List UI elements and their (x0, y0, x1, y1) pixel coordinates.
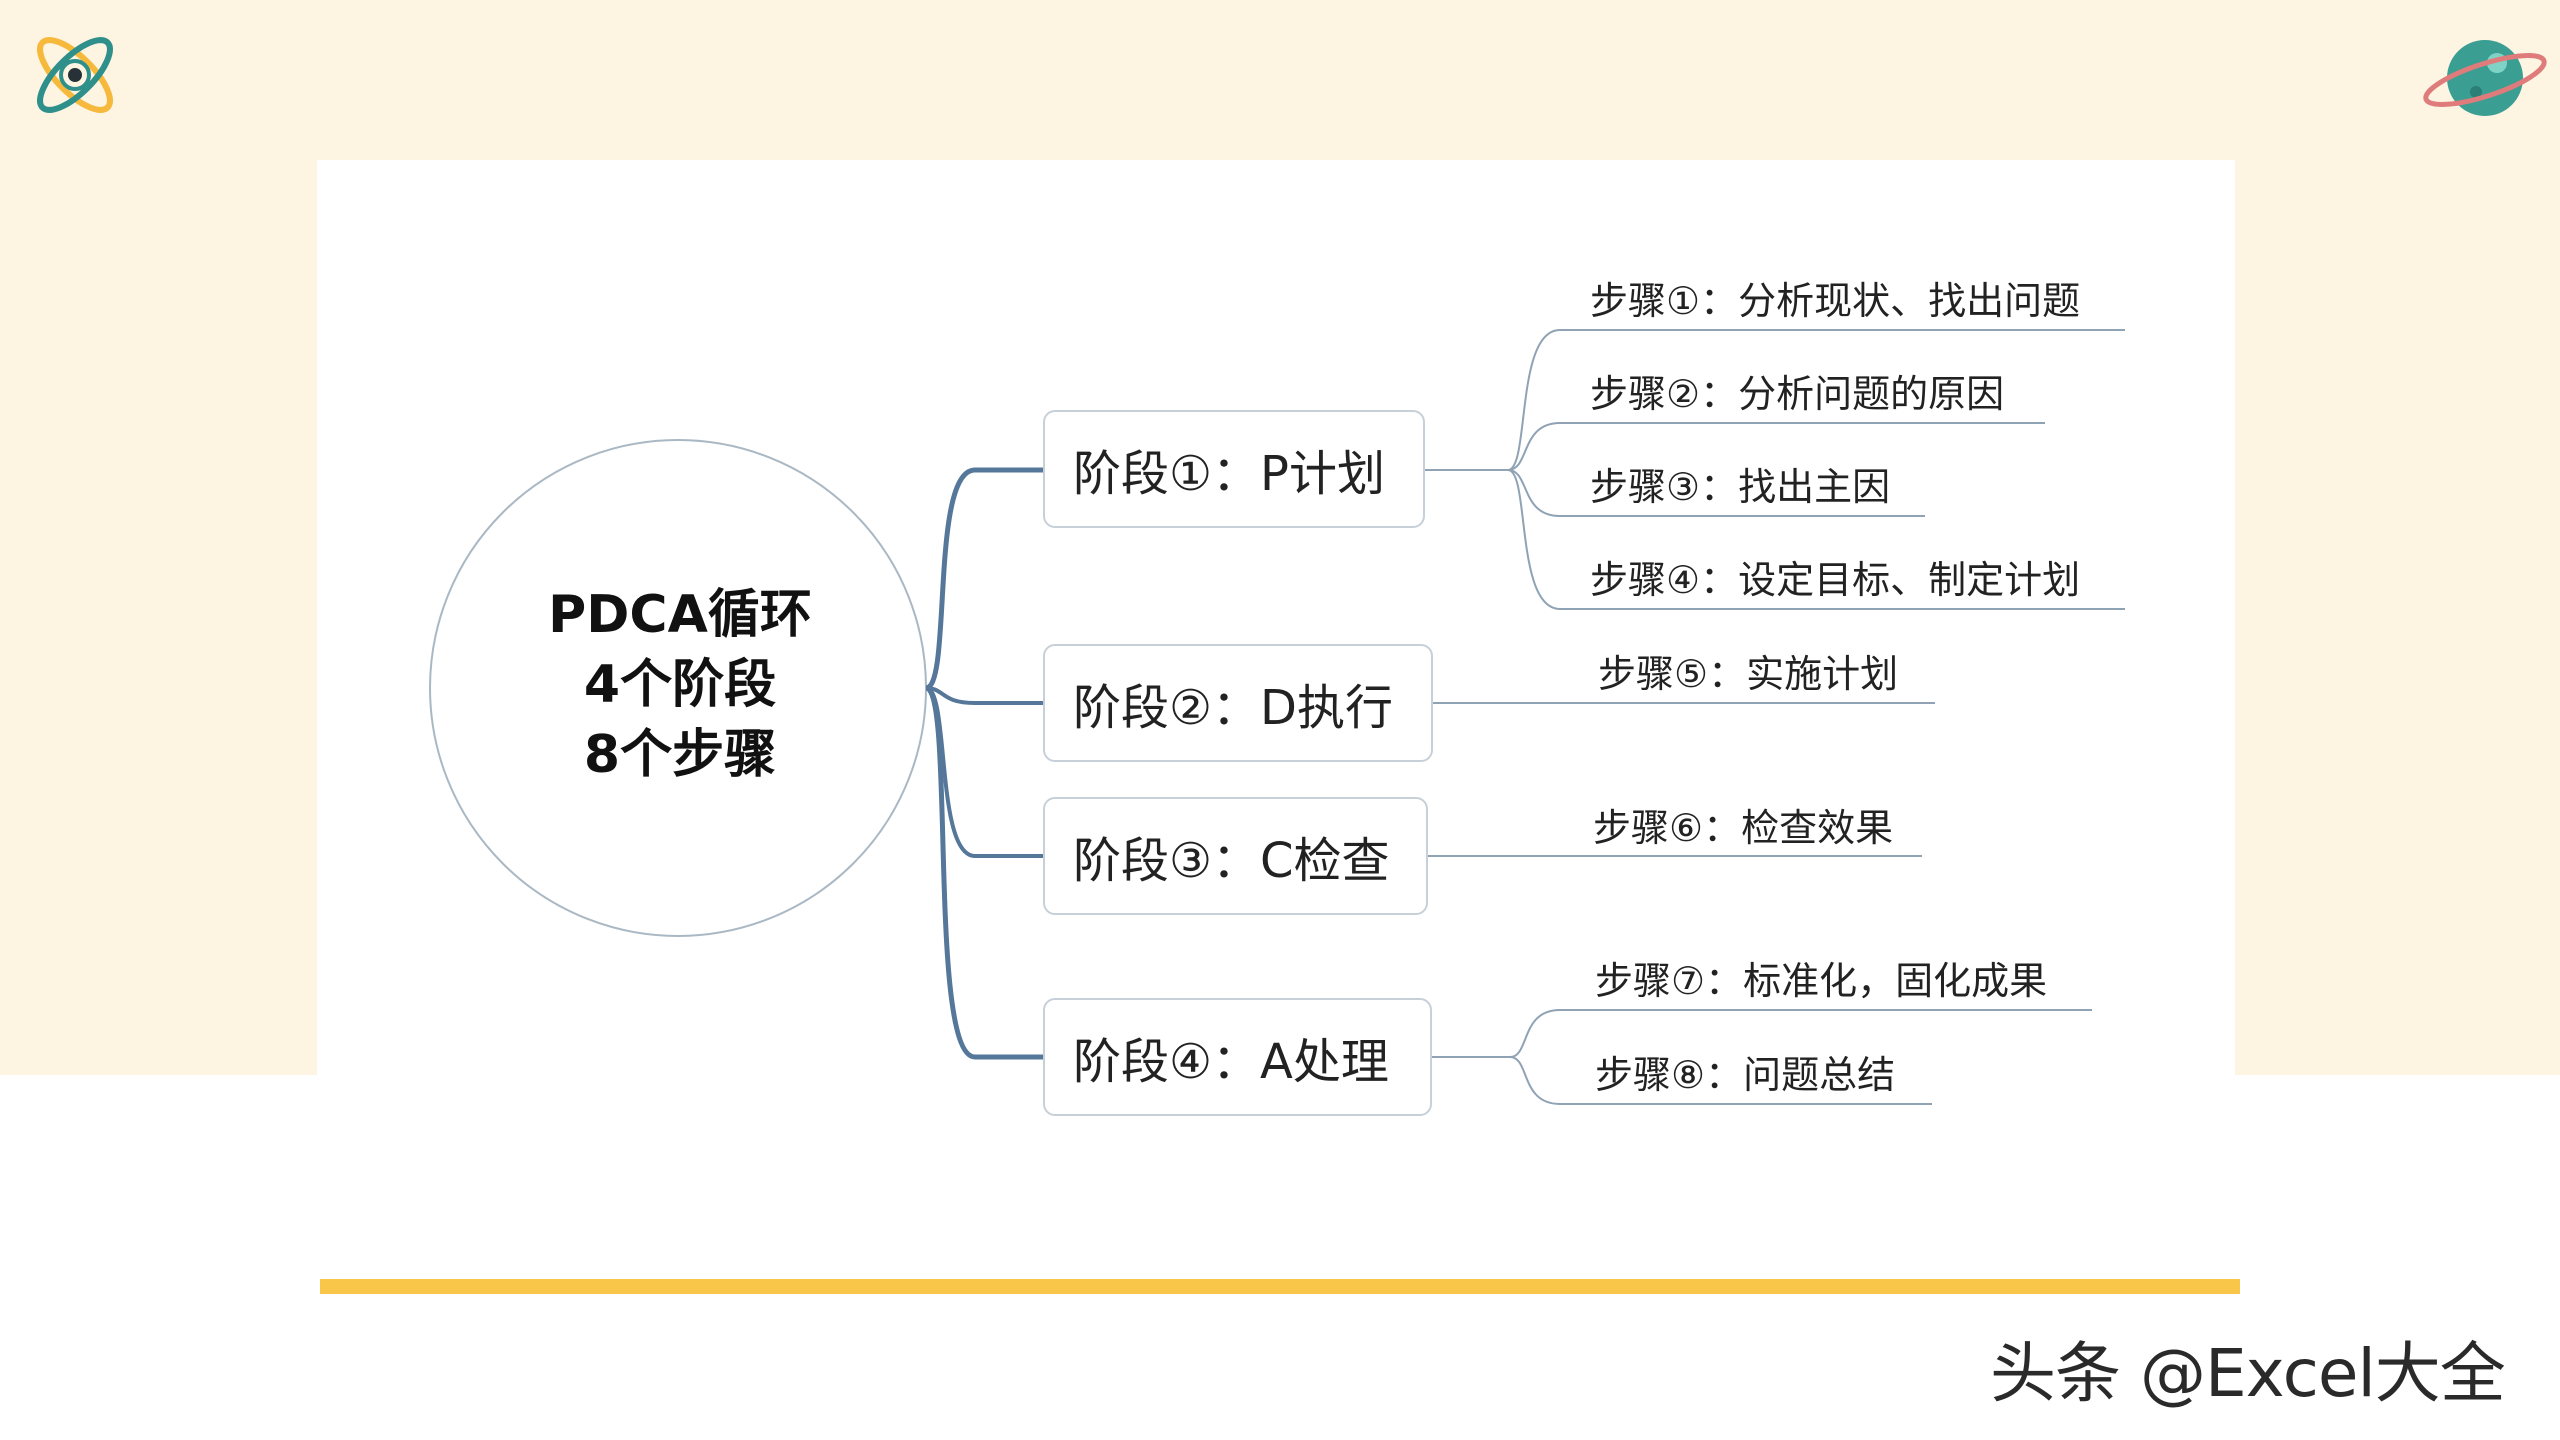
center-line-1: PDCA循环 (548, 585, 812, 645)
center-node: PDCA循环 4个阶段 8个步骤 (430, 580, 930, 790)
step-leaf-6: 步骤⑥：检查效果 (1593, 806, 1894, 850)
branch-step-4 (1507, 469, 2125, 610)
accent-bar (320, 1279, 2240, 1294)
step-leaf-5: 步骤⑤：实施计划 (1598, 652, 1899, 696)
branch-step-1 (1425, 329, 2125, 471)
branch-step-3 (1507, 469, 1925, 517)
phase-node-4: 阶段④：A处理 (1043, 998, 1432, 1116)
atom-icon (37, 37, 113, 113)
center-line-3: 8个步骤 (583, 725, 777, 785)
step-leaf-3: 步骤③：找出主因 (1590, 465, 1891, 509)
phase-label-4: 阶段④：A处理 (1073, 1034, 1389, 1090)
trunk-branch-2 (925, 686, 1043, 705)
branch-step-8 (1509, 1056, 1932, 1105)
phase-node-2: 阶段②：D执行 (1043, 644, 1433, 762)
watermark: 头条 @Excel大全 (1990, 1335, 2506, 1412)
phase-label-2: 阶段②：D执行 (1073, 680, 1393, 736)
step-leaf-7: 步骤⑦：标准化，固化成果 (1595, 959, 2048, 1003)
step-leaf-1: 步骤①：分析现状、找出问题 (1590, 279, 2081, 323)
planet-icon (2423, 40, 2547, 116)
step-leaf-2: 步骤②：分析问题的原因 (1590, 372, 2005, 416)
phase-label-3: 阶段③：C检查 (1073, 833, 1390, 889)
branch-step-2 (1507, 422, 2045, 471)
phase-label-1: 阶段①：P计划 (1073, 446, 1385, 502)
phase-node-3: 阶段③：C检查 (1043, 797, 1428, 915)
trunk-branch-1 (924, 467, 1043, 691)
trunk-branch-4 (924, 685, 1043, 1060)
phase-node-1: 阶段①：P计划 (1043, 410, 1425, 528)
step-leaf-8: 步骤⑧：问题总结 (1595, 1053, 1896, 1097)
center-line-2: 4个阶段 (583, 655, 777, 715)
step-leaf-4: 步骤④：设定目标、制定计划 (1590, 558, 2081, 602)
